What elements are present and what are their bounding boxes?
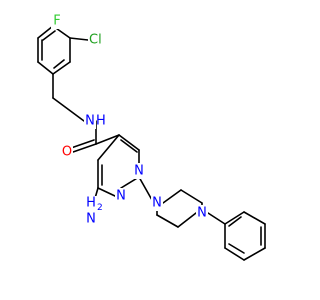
bond-line bbox=[228, 243, 245, 254]
bond-line bbox=[52, 61, 71, 75]
amide-n-label-bg bbox=[84, 113, 96, 129]
bond-line bbox=[70, 139, 95, 149]
bond-line bbox=[37, 25, 54, 39]
bond-line bbox=[53, 59, 65, 69]
amino-subscript-label: 2 bbox=[97, 203, 103, 213]
amide-n-label: N bbox=[85, 114, 95, 129]
bond-line bbox=[138, 176, 153, 201]
chlorine-label-bg bbox=[88, 32, 106, 48]
bond-line bbox=[120, 139, 138, 153]
piperazine-n1-label: N bbox=[152, 196, 162, 211]
bond-line bbox=[95, 134, 120, 145]
bond-lines bbox=[37, 20, 266, 261]
amide-h-label: H bbox=[96, 114, 106, 129]
amino-n-label: N bbox=[86, 212, 96, 227]
pyrimidine-n3-label: N bbox=[116, 189, 126, 204]
bond-line bbox=[118, 134, 140, 151]
bond-line bbox=[37, 61, 54, 75]
pyrimidine-n1-label-bg bbox=[133, 163, 145, 179]
chemical-structure-diagram: F Cl N H O H 2 N N N N N bbox=[37, 13, 266, 261]
atom-labels: F Cl N H O H 2 N N N N N bbox=[51, 13, 208, 230]
bond-line bbox=[162, 189, 182, 204]
piperazine-n1-label-bg bbox=[151, 195, 163, 211]
bond-line bbox=[156, 214, 179, 228]
piperazine-n4-label-bg bbox=[196, 205, 208, 221]
bond-line bbox=[243, 247, 266, 261]
bond-line bbox=[97, 187, 116, 197]
amino-label-bg bbox=[78, 196, 106, 230]
bond-line bbox=[72, 143, 97, 153]
carbonyl-o-label-bg bbox=[61, 144, 73, 160]
bond-line bbox=[243, 211, 266, 225]
bond-line bbox=[207, 212, 226, 225]
bond-line bbox=[228, 216, 242, 227]
fluorine-label-bg bbox=[51, 13, 63, 29]
bond-line bbox=[224, 211, 245, 225]
piperazine-n4-label: N bbox=[197, 206, 207, 221]
bond-line bbox=[69, 37, 89, 41]
pyrimidine-n3-label-bg bbox=[115, 188, 127, 204]
bond-line bbox=[97, 134, 120, 161]
bond-line bbox=[177, 212, 197, 228]
bond-line bbox=[224, 247, 245, 261]
bond-line bbox=[52, 97, 85, 122]
carbonyl-o-label: O bbox=[62, 145, 72, 160]
bond-line bbox=[42, 30, 56, 41]
amino-h-label: H bbox=[86, 196, 96, 211]
fluorine-label: F bbox=[53, 14, 60, 29]
chlorine-label: Cl bbox=[89, 33, 102, 48]
bond-line bbox=[180, 189, 203, 204]
pyrimidine-n1-label: N bbox=[134, 164, 144, 179]
